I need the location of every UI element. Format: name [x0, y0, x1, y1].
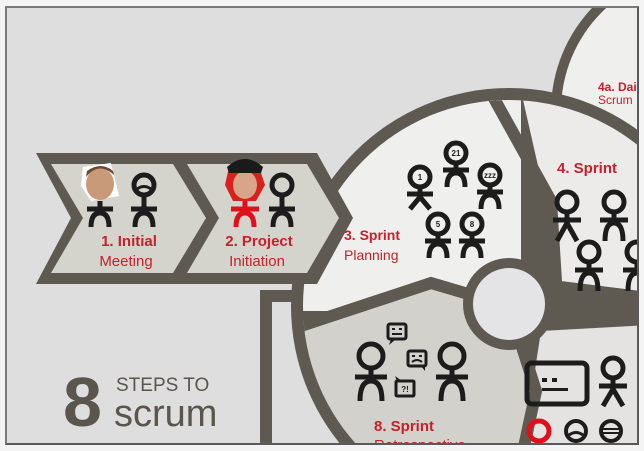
person-icon	[599, 355, 627, 408]
step-3-subtitle: Planning	[344, 247, 399, 263]
title-number: 8	[63, 363, 102, 441]
svg-text:?!: ?!	[401, 385, 409, 394]
step-2-title: 2. Project	[225, 233, 293, 250]
scrum-diagram: 1. Initial Meeting 2. Project Initiation…	[36, 8, 639, 445]
step-2-subtitle: Initiation	[229, 253, 285, 270]
person-icon	[269, 172, 295, 228]
step-1-figures: 1. Initial Meeting	[81, 163, 157, 270]
person-mustache-icon	[131, 172, 157, 228]
person-icon	[600, 189, 628, 242]
person-badge-zzz-icon: zzz	[477, 162, 503, 210]
face-mustache-icon	[564, 419, 588, 443]
speech-bubble-question-icon: ?!	[394, 376, 416, 398]
person-icon	[436, 341, 468, 402]
svg-text:8: 8	[470, 220, 475, 229]
person-badge-21-icon: 21	[443, 140, 469, 188]
person-icon	[355, 341, 387, 402]
step-4a-subtitle: Scrum	[598, 93, 633, 107]
step-1-subtitle: Meeting	[99, 253, 152, 270]
step-2-figures: 2. Project Initiation	[225, 159, 295, 270]
svg-text:5: 5	[436, 220, 441, 229]
person-icon	[553, 189, 581, 243]
person-icon	[575, 239, 603, 292]
step-1-title: 1. Initial	[101, 233, 157, 250]
person-icon	[623, 239, 637, 292]
speech-bubble-happy-icon	[386, 322, 408, 345]
wheel-hub	[473, 268, 545, 340]
svg-text:1: 1	[418, 173, 423, 182]
step-8-title: 8. Sprint	[374, 418, 434, 435]
step-4-title: 4. Sprint	[557, 160, 617, 177]
face-glasses-icon	[599, 419, 623, 443]
step-3-figures: 1 21 zzz 5 8 3. Sprint Planning	[344, 140, 503, 263]
person-badge-1-icon: 1	[407, 164, 433, 211]
step-4a-title: 4a. Dail	[598, 80, 639, 94]
screen-face-icon	[524, 360, 590, 407]
title-line1: STEPS TO	[116, 375, 209, 396]
step-8-figures: ?! 8. Sprint Retrospective	[355, 322, 468, 445]
step-3-title: 3. Sprint	[344, 227, 400, 243]
title-line2: scrum	[114, 393, 217, 435]
step-4a-label: 4a. Dail Scrum	[598, 80, 639, 107]
infographic-frame: 1. Initial Meeting 2. Project Initiation…	[5, 6, 639, 445]
step-5-subtitle: F	[637, 381, 639, 397]
speech-bubble-sad-icon	[406, 349, 428, 371]
step-5-title: 5	[637, 363, 639, 379]
svg-text:zzz: zzz	[484, 171, 496, 180]
person-badge-5-icon: 5	[425, 211, 451, 259]
person-photo-red-icon	[225, 159, 265, 228]
svg-text:21: 21	[452, 149, 461, 158]
step-2-chevron	[187, 164, 339, 273]
step-5-figures: 5 F	[524, 355, 639, 443]
person-badge-8-icon: 8	[459, 211, 485, 259]
step-8-subtitle: Retrospective	[374, 437, 466, 445]
red-ring-icon	[526, 418, 552, 443]
person-photo-icon	[81, 163, 119, 228]
title-block: 8 STEPS TO scrum	[63, 363, 217, 441]
step-4-figures: 4. Sprint	[553, 160, 637, 292]
